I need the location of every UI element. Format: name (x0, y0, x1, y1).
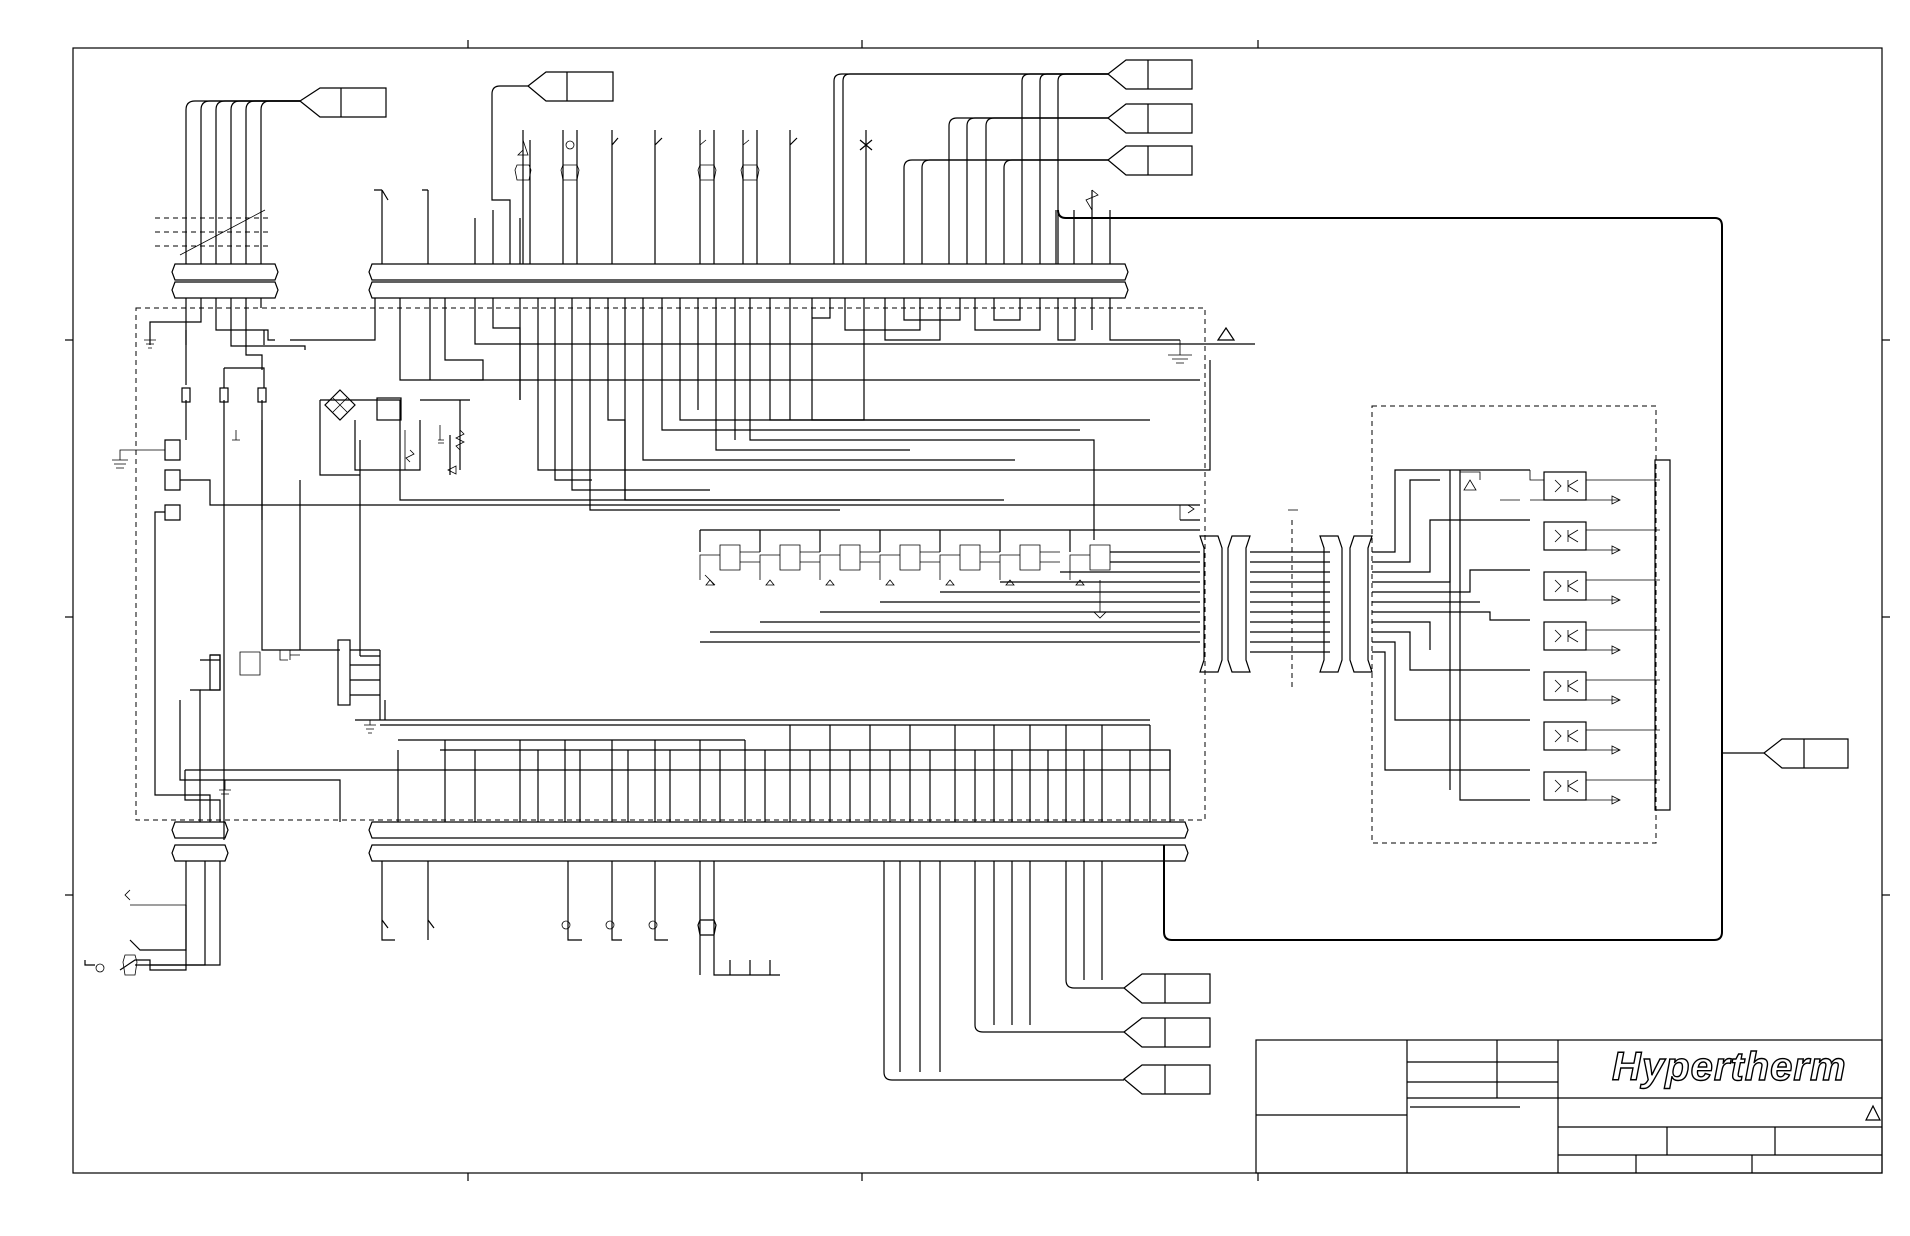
triangle-icon (1216, 326, 1236, 341)
opto-channel-7 (1543, 771, 1660, 805)
top-harness-wires (185, 73, 1764, 941)
left-components (112, 330, 1200, 822)
driver-stage-3 (819, 544, 880, 586)
io-board-outline (1371, 405, 1657, 844)
opto-channel-3 (1543, 571, 1660, 605)
sensor-2 (560, 130, 580, 264)
sensor-1 (514, 130, 532, 264)
driver-stage-4 (879, 544, 940, 586)
pcb-wiring (149, 298, 1255, 840)
hypertherm-logo: Hypertherm (1612, 1045, 1847, 1089)
triangle-icon (1865, 1104, 1881, 1121)
driver-stage-1 (699, 544, 760, 586)
driver-stages (699, 504, 1200, 643)
control-pcb-outline (135, 307, 1206, 821)
driver-stage-2 (759, 544, 820, 586)
opto-channel-6 (1543, 721, 1660, 755)
sensor-4 (740, 130, 760, 264)
bottom-connector-pair (171, 821, 1189, 862)
drawing-frame (65, 40, 1890, 1181)
bridge-rectifier (319, 389, 470, 476)
opto-channel-4 (1543, 621, 1660, 655)
ribbon-connectors (1199, 535, 1373, 673)
top-switch-symbols (374, 130, 1099, 264)
title-block: Hypertherm (1255, 1039, 1883, 1174)
driver-stage-7 (1069, 544, 1130, 586)
bottom-bus-wires (184, 689, 1171, 822)
driver-stage-5 (939, 544, 1000, 586)
regulator (376, 397, 402, 421)
opto-channel-1 (1460, 470, 1660, 505)
bottom-harness-wires (84, 861, 1124, 1081)
harness-tags (298, 59, 1849, 1095)
cable-shield-lines (155, 209, 270, 256)
sensor-3 (697, 130, 717, 264)
opto-channel-2 (1543, 521, 1660, 555)
driver-stage-6 (999, 544, 1060, 586)
top-connector-pair (171, 263, 1129, 299)
io-opto-channels (1372, 459, 1671, 811)
opto-channel-5 (1543, 671, 1660, 705)
